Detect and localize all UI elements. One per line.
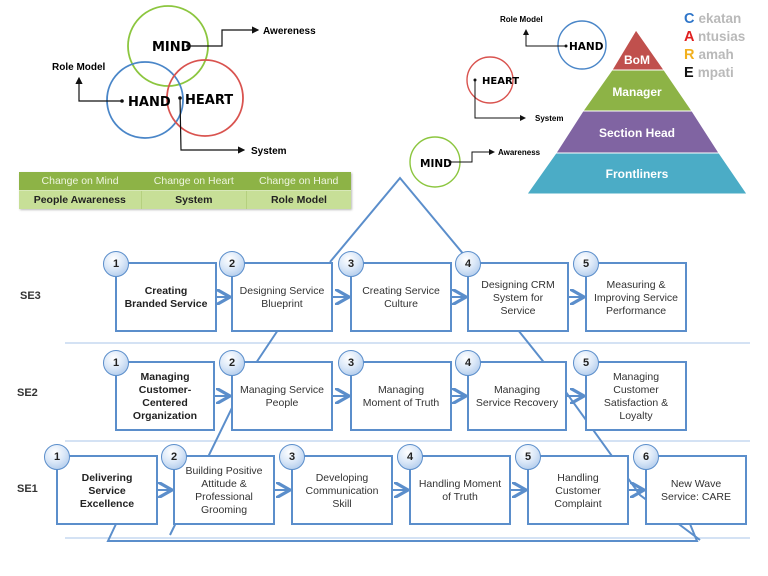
step-box[interactable]: Managing Customer-Centered Organization bbox=[115, 361, 215, 431]
level-label-se2: SE2 bbox=[17, 387, 38, 399]
step-text: Designing CRM System for Service bbox=[481, 278, 555, 317]
care-letter: C bbox=[684, 11, 695, 27]
house-base bbox=[106, 523, 699, 542]
mini-hand-label: HAND bbox=[569, 41, 604, 53]
step-box[interactable]: Designing CRM System for Service bbox=[467, 262, 569, 332]
step-text: Developing Communication Skill bbox=[305, 471, 379, 510]
step-text: Managing Service People bbox=[239, 384, 325, 409]
care-word: mpati bbox=[697, 65, 734, 80]
step-box[interactable]: Creating Service Culture bbox=[350, 262, 452, 332]
hand-circle bbox=[106, 61, 184, 139]
pyramid-label-section-head: Section Head bbox=[599, 126, 675, 140]
step-box[interactable]: Measuring & Improving Service Performanc… bbox=[585, 262, 687, 332]
step-number-badge: 3 bbox=[279, 444, 305, 470]
venn-diagram: MIND Awereness HAND Role Model HEART Sys… bbox=[52, 5, 316, 157]
step-text: Designing Service Blueprint bbox=[239, 285, 325, 310]
mini-diagram: HAND Role Model HEART System MIND Awaren… bbox=[409, 15, 607, 188]
table-header-hand: Change on Hand bbox=[246, 172, 351, 191]
mini-heart-circle bbox=[466, 56, 514, 104]
venn-heart-callout: System bbox=[251, 146, 287, 157]
step-box[interactable]: Building Positive Attitude & Professiona… bbox=[173, 455, 275, 525]
step-number-badge: 1 bbox=[103, 350, 129, 376]
step-number-badge: 5 bbox=[515, 444, 541, 470]
mini-heart-label: HEART bbox=[482, 76, 519, 87]
pyramid-label-manager: Manager bbox=[612, 85, 662, 99]
care-row: R amah bbox=[684, 46, 745, 64]
step-text: Managing Moment of Truth bbox=[362, 384, 440, 409]
step-text: Measuring & Improving Service Performanc… bbox=[593, 278, 679, 317]
step-text: Creating Service Culture bbox=[362, 285, 440, 310]
mini-mind-callout: Awareness bbox=[498, 148, 541, 157]
step-number-badge: 5 bbox=[573, 350, 599, 376]
care-row: E mpati bbox=[684, 64, 745, 82]
house-roof bbox=[329, 176, 471, 263]
step-number-badge: 4 bbox=[397, 444, 423, 470]
step-text: Creating Branded Service bbox=[124, 285, 208, 310]
step-number-badge: 2 bbox=[161, 444, 187, 470]
step-text: Handling Customer Complaint bbox=[554, 471, 602, 510]
step-box[interactable]: Designing Service Blueprint bbox=[231, 262, 333, 332]
mini-hand-callout: Role Model bbox=[500, 15, 543, 24]
venn-heart-label: HEART bbox=[185, 93, 233, 108]
pyramid-label-bom: BoM bbox=[624, 53, 650, 67]
care-letter: A bbox=[684, 29, 694, 45]
pyramid-level-frontliners bbox=[526, 152, 748, 195]
step-text: Building Positive Attitude & Professiona… bbox=[185, 465, 263, 516]
step-number-badge: 2 bbox=[219, 350, 245, 376]
table-cell-mind: People Awareness bbox=[19, 190, 142, 209]
mini-mind-label: MIND bbox=[420, 158, 452, 170]
care-word: ntusias bbox=[697, 29, 746, 44]
step-box[interactable]: Managing Moment of Truth bbox=[350, 361, 452, 431]
care-acronym: C ekatan A ntusias R amah E mpati bbox=[684, 10, 745, 82]
level-label-se1: SE1 bbox=[17, 483, 38, 495]
care-row: A ntusias bbox=[684, 28, 745, 46]
step-number-badge: 6 bbox=[633, 444, 659, 470]
pyramid-label-frontliners: Frontliners bbox=[606, 167, 669, 181]
step-box[interactable]: Handling Moment of Truth bbox=[409, 455, 511, 525]
level-label-se3: SE3 bbox=[20, 290, 41, 302]
step-box[interactable]: Managing Service People bbox=[231, 361, 333, 431]
table-header-heart: Change on Heart bbox=[141, 172, 247, 191]
step-text: Delivering Service Excellence bbox=[79, 471, 135, 510]
table-header-mind: Change on Mind bbox=[19, 172, 142, 191]
step-box[interactable]: Creating Branded Service bbox=[115, 262, 217, 332]
care-row: C ekatan bbox=[684, 10, 745, 28]
table-cell-heart: System bbox=[140, 190, 247, 209]
step-text: Managing Customer-Centered Organization bbox=[132, 371, 198, 422]
venn-mind-label: MIND bbox=[152, 40, 192, 55]
step-number-badge: 2 bbox=[219, 251, 245, 277]
step-text: Managing Service Recovery bbox=[475, 384, 559, 409]
table-cell-hand: Role Model bbox=[245, 190, 351, 209]
care-letter: R bbox=[684, 47, 695, 63]
step-box[interactable]: Managing Service Recovery bbox=[467, 361, 567, 431]
step-text: Handling Moment of Truth bbox=[418, 478, 502, 503]
venn-mind-callout: Awereness bbox=[263, 26, 316, 37]
care-letter: E bbox=[684, 65, 694, 81]
step-number-badge: 3 bbox=[338, 350, 364, 376]
venn-hand-callout: Role Model bbox=[52, 62, 106, 73]
step-box[interactable]: Managing Customer Satisfaction & Loyalty bbox=[585, 361, 687, 431]
step-number-badge: 1 bbox=[44, 444, 70, 470]
step-box[interactable]: Handling Customer Complaint bbox=[527, 455, 629, 525]
mini-hand-circle bbox=[557, 20, 607, 70]
step-number-badge: 5 bbox=[573, 251, 599, 277]
step-text: New Wave Service: CARE bbox=[660, 478, 732, 503]
step-box[interactable]: Delivering Service Excellence bbox=[56, 455, 158, 525]
flow-arrows bbox=[158, 297, 644, 490]
heart-circle bbox=[166, 59, 244, 137]
pyramid: BoM Manager Section Head Frontliners bbox=[526, 29, 748, 195]
step-number-badge: 1 bbox=[103, 251, 129, 277]
change-table: Change on Mind Change on Heart Change on… bbox=[19, 172, 351, 209]
mini-heart-callout: System bbox=[535, 114, 563, 123]
care-word: amah bbox=[698, 47, 734, 62]
step-number-badge: 4 bbox=[455, 350, 481, 376]
step-number-badge: 4 bbox=[455, 251, 481, 277]
step-text: Managing Customer Satisfaction & Loyalty bbox=[603, 371, 669, 422]
step-box[interactable]: Developing Communication Skill bbox=[291, 455, 393, 525]
step-box[interactable]: New Wave Service: CARE bbox=[645, 455, 747, 525]
step-number-badge: 3 bbox=[338, 251, 364, 277]
venn-hand-label: HAND bbox=[128, 95, 171, 110]
care-word: ekatan bbox=[698, 11, 742, 26]
